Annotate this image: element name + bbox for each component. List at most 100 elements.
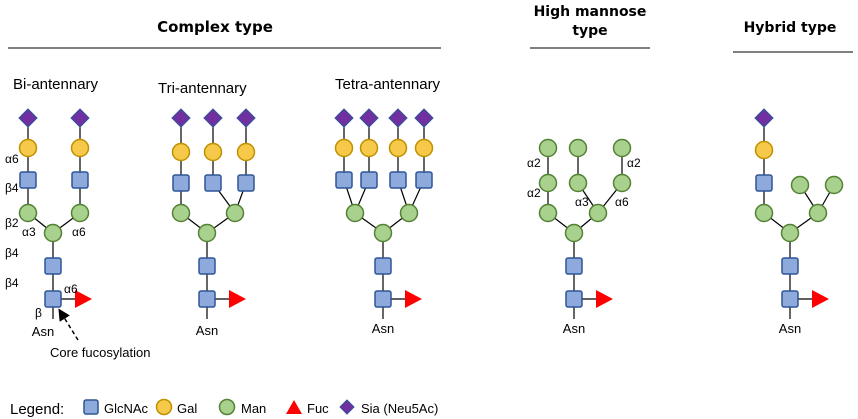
asn-label-hybrid: Asn xyxy=(779,321,801,336)
glcnac-square-icon xyxy=(565,290,583,308)
glcnac-legend-icon xyxy=(83,399,99,415)
legend-label-glcnac: GlcNAc xyxy=(104,401,149,416)
subheading-tetra-antennary: Tetra-antennary xyxy=(335,76,441,93)
gal-circle-icon xyxy=(414,138,434,158)
gal-circle-icon xyxy=(203,142,223,162)
legend: Legend: GlcNAc Gal Man Fuc Sia (Neu5Ac) xyxy=(10,398,438,418)
linkage-label-a6-fucose: α6 xyxy=(64,282,78,296)
man-circle-icon xyxy=(612,173,632,193)
subheading-tri-antennary: Tri-antennary xyxy=(158,80,247,97)
legend-label-gal: Gal xyxy=(177,401,197,416)
glcnac-square-icon xyxy=(19,171,37,189)
subheading-bi-antennary: Bi-antennary xyxy=(13,76,99,93)
gal-circle-icon xyxy=(236,142,256,162)
glcnac-square-icon xyxy=(755,174,773,192)
man-circle-icon xyxy=(564,223,584,243)
linkage-label-a6-mannose: α6 xyxy=(615,195,629,209)
gal-circle-icon xyxy=(754,140,774,160)
sia-diamond-icon xyxy=(70,108,90,128)
glcnac-square-icon xyxy=(172,174,190,192)
legend-label-man: Man xyxy=(241,401,266,416)
man-circle-icon xyxy=(588,203,608,223)
fuc-triangle-icon xyxy=(405,290,422,308)
man-circle-icon xyxy=(568,138,588,158)
linkage-label-b4-upper: β4 xyxy=(5,181,19,195)
man-circle-icon xyxy=(225,203,245,223)
core-fucosylation-label: Core fucosylation xyxy=(50,345,150,360)
man-circle-icon xyxy=(612,138,632,158)
glcnac-square-icon xyxy=(198,290,216,308)
sia-diamond-icon xyxy=(203,108,223,128)
man-circle-icon xyxy=(808,203,828,223)
heading-complex-type: Complex type xyxy=(157,18,273,36)
man-circle-icon xyxy=(538,138,558,158)
glcnac-square-icon xyxy=(204,174,222,192)
legend-title: Legend: xyxy=(10,401,64,418)
man-circle-icon xyxy=(345,203,365,223)
man-circle-icon xyxy=(399,203,419,223)
fuc-triangle-icon xyxy=(812,290,829,308)
glcnac-square-icon xyxy=(198,257,216,275)
glcnac-square-icon xyxy=(389,171,407,189)
gal-circle-icon xyxy=(334,138,354,158)
man-circle-icon xyxy=(824,175,844,195)
linkage-label-b2: β2 xyxy=(5,216,19,230)
linkage-label-a6: α6 xyxy=(5,152,19,166)
linkage-label-beta: β xyxy=(35,306,42,320)
man-legend-icon xyxy=(218,398,236,416)
sia-diamond-icon xyxy=(754,108,774,128)
man-circle-icon xyxy=(790,175,810,195)
glcnac-square-icon xyxy=(374,257,392,275)
fuc-triangle-icon xyxy=(596,290,613,308)
sia-diamond-icon xyxy=(236,108,256,128)
glcnac-square-icon xyxy=(565,257,583,275)
sia-diamond-icon xyxy=(171,108,191,128)
glcnac-square-icon xyxy=(44,290,62,308)
man-circle-icon xyxy=(43,223,63,243)
sia-diamond-icon xyxy=(414,108,434,128)
glcnac-square-icon xyxy=(374,290,392,308)
monosaccharide-residues xyxy=(18,108,844,308)
linkage-label-a2-left-lower: α2 xyxy=(527,186,541,200)
glcnac-square-icon xyxy=(360,171,378,189)
gal-legend-icon xyxy=(155,398,173,416)
fuc-triangle-icon xyxy=(75,290,92,308)
gal-circle-icon xyxy=(18,138,38,158)
linkage-label-b4-lower: β4 xyxy=(5,276,19,290)
gal-circle-icon xyxy=(70,138,90,158)
linkage-label-b4-mid: β4 xyxy=(5,246,19,260)
man-circle-icon xyxy=(18,203,38,223)
gal-circle-icon xyxy=(171,142,191,162)
heading-high-mannose-line2: type xyxy=(572,23,607,39)
fuc-legend-icon xyxy=(286,400,302,414)
heading-high-mannose-line1: High mannose xyxy=(534,4,647,20)
gal-circle-icon xyxy=(359,138,379,158)
man-circle-icon xyxy=(754,203,774,223)
glcnac-square-icon xyxy=(71,171,89,189)
asn-label-tetra: Asn xyxy=(372,321,394,336)
man-circle-icon xyxy=(197,223,217,243)
man-circle-icon xyxy=(171,203,191,223)
sia-legend-icon xyxy=(339,399,355,415)
linkage-label-a3: α3 xyxy=(22,225,36,239)
linkage-label-a2-left-upper: α2 xyxy=(527,156,541,170)
heading-hybrid-type: Hybrid type xyxy=(744,20,837,36)
man-circle-icon xyxy=(780,223,800,243)
glcnac-square-icon xyxy=(781,257,799,275)
glcnac-square-icon xyxy=(44,257,62,275)
asn-label-high-mannose: Asn xyxy=(563,321,585,336)
glcnac-square-icon xyxy=(781,290,799,308)
sia-diamond-icon xyxy=(334,108,354,128)
man-circle-icon xyxy=(373,223,393,243)
linkage-label-a2-right: α2 xyxy=(627,156,641,170)
core-fucosylation-arrow xyxy=(58,308,79,341)
glcnac-square-icon xyxy=(335,171,353,189)
man-circle-icon xyxy=(70,203,90,223)
sia-diamond-icon xyxy=(359,108,379,128)
linkage-label-a3-mannose: α3 xyxy=(575,195,589,209)
sia-diamond-icon xyxy=(388,108,408,128)
legend-label-sia: Sia (Neu5Ac) xyxy=(361,401,438,416)
gal-circle-icon xyxy=(388,138,408,158)
glcnac-square-icon xyxy=(415,171,433,189)
